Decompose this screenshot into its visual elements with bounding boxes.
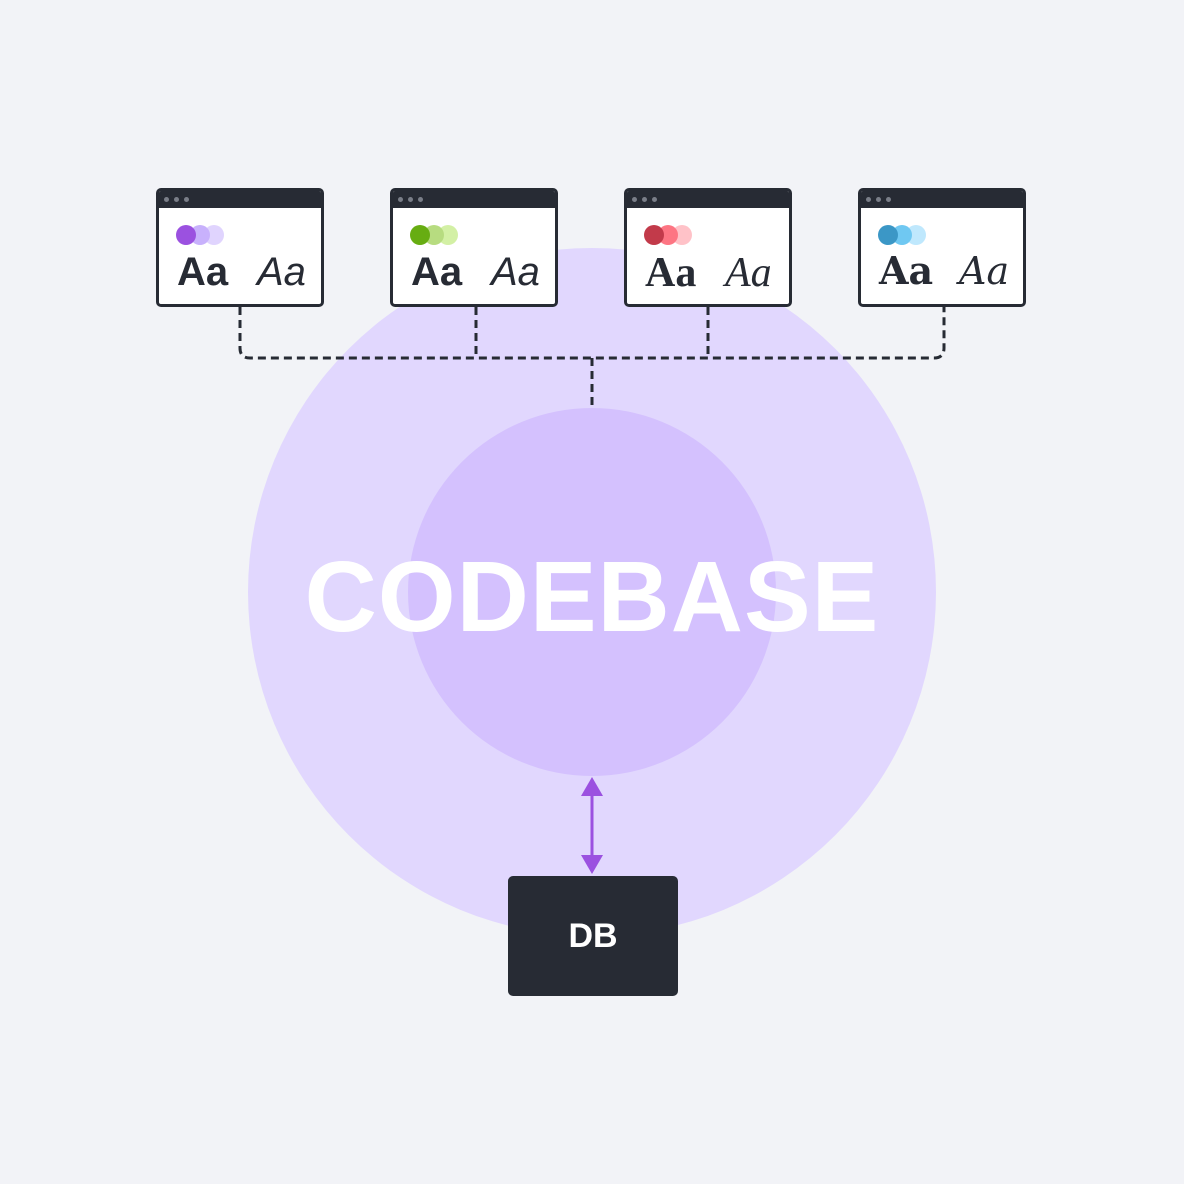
window-titlebar (861, 191, 1023, 208)
color-swatch (878, 225, 898, 245)
window-titlebar (159, 191, 321, 208)
font-sample-italic: Aa (491, 250, 540, 294)
font-sample-italic: Aa (725, 250, 772, 296)
codebase-label: CODEBASE (304, 541, 880, 653)
arrow-up-icon (581, 777, 603, 796)
dashed-connector (238, 307, 946, 408)
theme-card-green: Aa Aa (390, 188, 558, 307)
window-titlebar (393, 191, 555, 208)
theme-card-red: Aa Aa (624, 188, 792, 307)
db-label: DB (568, 916, 618, 955)
theme-card-purple: Aa Aa (156, 188, 324, 307)
color-swatch (410, 225, 430, 245)
color-swatch (644, 225, 664, 245)
arrow-down-icon (581, 855, 603, 874)
font-sample-bold: Aa (645, 250, 697, 296)
theme-card-blue: Aa Aa (858, 188, 1026, 307)
color-swatch (176, 225, 196, 245)
database-box: DB (508, 876, 678, 996)
font-sample-bold: Aa (177, 250, 229, 294)
font-sample-bold: Aa (879, 248, 934, 293)
window-titlebar (627, 191, 789, 208)
font-sample-bold: Aa (411, 250, 463, 294)
inner-circle (408, 408, 776, 776)
font-sample-italic: Aa (959, 249, 1010, 293)
font-sample-italic: Aa (257, 250, 306, 294)
